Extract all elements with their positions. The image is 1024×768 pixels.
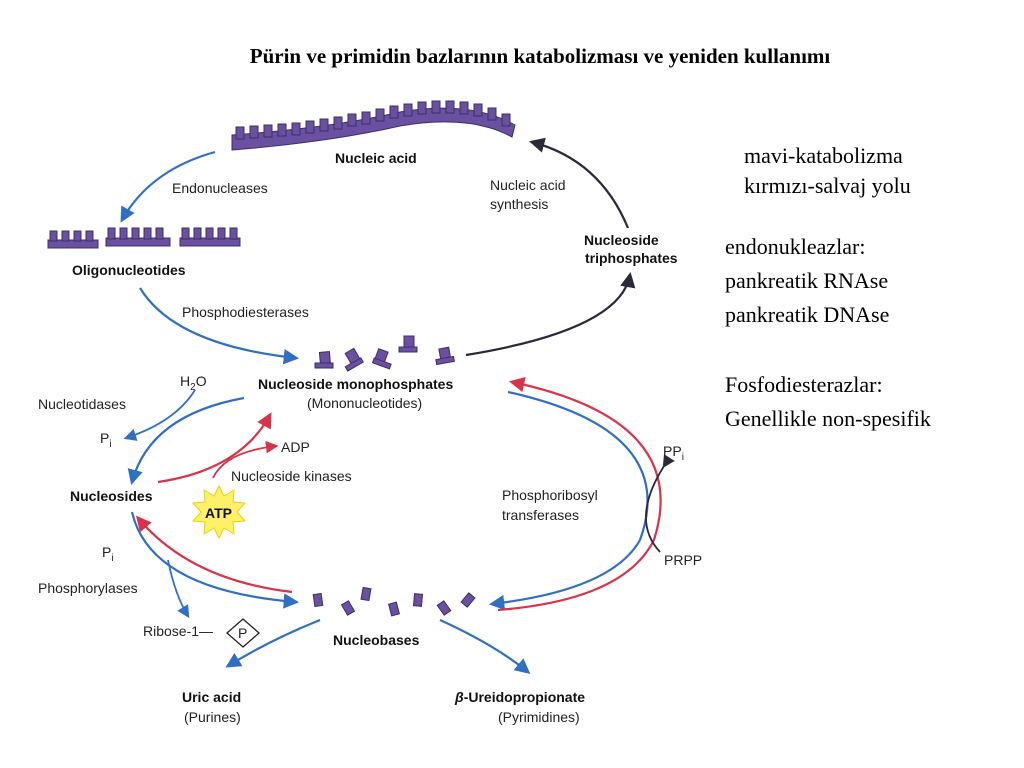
pyrimidines-label: (Pyrimidines) [498, 709, 580, 725]
phosphoribosyl-transferases-label-2: transferases [502, 507, 579, 523]
oligonucleotides-label: Oligonucleotides [72, 262, 186, 278]
ureidopropionate-arrow [439, 618, 531, 674]
note-phosphodiesterase-heading: Fosfodiesterazlar: [725, 372, 883, 397]
phosphate-label-1: Pi [100, 430, 112, 450]
uric-acid-arrow [225, 618, 321, 668]
phosphate-diamond-label: P [238, 625, 247, 641]
note-endonuclease-dnase: pankreatik DNAse [725, 302, 890, 327]
legend-red: kırmızı-salvaj yolu [744, 173, 911, 198]
phosphodiesterase-arrow [139, 287, 300, 365]
purines-label: (Purines) [184, 709, 241, 725]
nucleic-acid-label: Nucleic acid [335, 150, 417, 166]
legend-blue: mavi-katabolizma [744, 143, 903, 168]
h2o-to-pi-arrow [123, 389, 196, 441]
nucleobases-label: Nucleobases [333, 632, 420, 648]
nucleic-acid-synthesis-arrow [529, 137, 630, 229]
note-endonuclease-rnase: pankreatik RNAse [725, 268, 889, 293]
nucleotidases-label: Nucleotidases [38, 396, 126, 412]
nucleotidase-arrow [127, 396, 245, 485]
nucleic-acid-strand-icon [231, 100, 516, 151]
pi-to-ribose-arrow [167, 559, 190, 619]
note-phosphodiesterase-nonspecific: Genellikle non-spesifik [725, 406, 931, 431]
oligonucleotide-fragments-icon [47, 227, 241, 249]
pyrophosphate-label: PPi [663, 443, 684, 463]
salvage-to-nucleosides-arrow [136, 515, 293, 594]
uric-acid-label: Uric acid [182, 689, 241, 705]
atp-label: ATP [205, 505, 232, 521]
note-endonuclease-heading: endonukleazlar: [725, 234, 866, 259]
nucleoside-kinase-arrow [157, 412, 272, 484]
beta-ureidopropionate-label: β-Ureidopropionate [454, 689, 585, 705]
prpp-to-ppi-arrow [645, 454, 675, 553]
water-label: H2O [180, 373, 207, 393]
slide-title: Pürin ve primidin bazlarının katabolizma… [249, 44, 831, 68]
phosphate-label-2: Pi [102, 544, 114, 564]
ribose-1-phosphate-label: Ribose-1— [143, 623, 213, 639]
phosphoribosyl-transferases-label-1: Phosphoribosyl [502, 487, 598, 503]
nucleoside-monophosphates-label: Nucleoside monophosphates [258, 376, 453, 392]
catabolic-return-arrow [488, 390, 649, 611]
nucleoside-triphosphates-label-1: Nucleoside [584, 232, 659, 248]
atp-to-adp-arrow [212, 440, 279, 479]
nucleoside-kinases-label: Nucleoside kinases [231, 468, 352, 484]
phosphate-diamond-icon [226, 618, 260, 648]
mononucleotide-icons [314, 335, 455, 372]
phosphoribosyl-transferase-arrow [497, 377, 662, 612]
nucleic-acid-synthesis-label-1: Nucleic acid [490, 177, 565, 193]
nucleosides-label: Nucleosides [70, 488, 153, 504]
adp-label: ADP [281, 439, 310, 455]
nucleic-acid-synthesis-label-2: synthesis [490, 196, 548, 212]
prpp-label: PRPP [664, 552, 702, 568]
phosphodiesterases-label: Phosphodiesterases [182, 304, 309, 320]
endonucleases-label: Endonucleases [172, 180, 268, 196]
mononucleotides-label: (Mononucleotides) [307, 395, 422, 411]
nucleobase-icons [312, 586, 476, 617]
endonuclease-arrow [120, 150, 216, 223]
atp-burst-icon [191, 484, 247, 540]
phosphorylases-label: Phosphorylases [38, 580, 138, 596]
triphosphate-formation-arrow [465, 271, 636, 357]
nucleoside-triphosphates-label-2: triphosphates [585, 250, 678, 266]
